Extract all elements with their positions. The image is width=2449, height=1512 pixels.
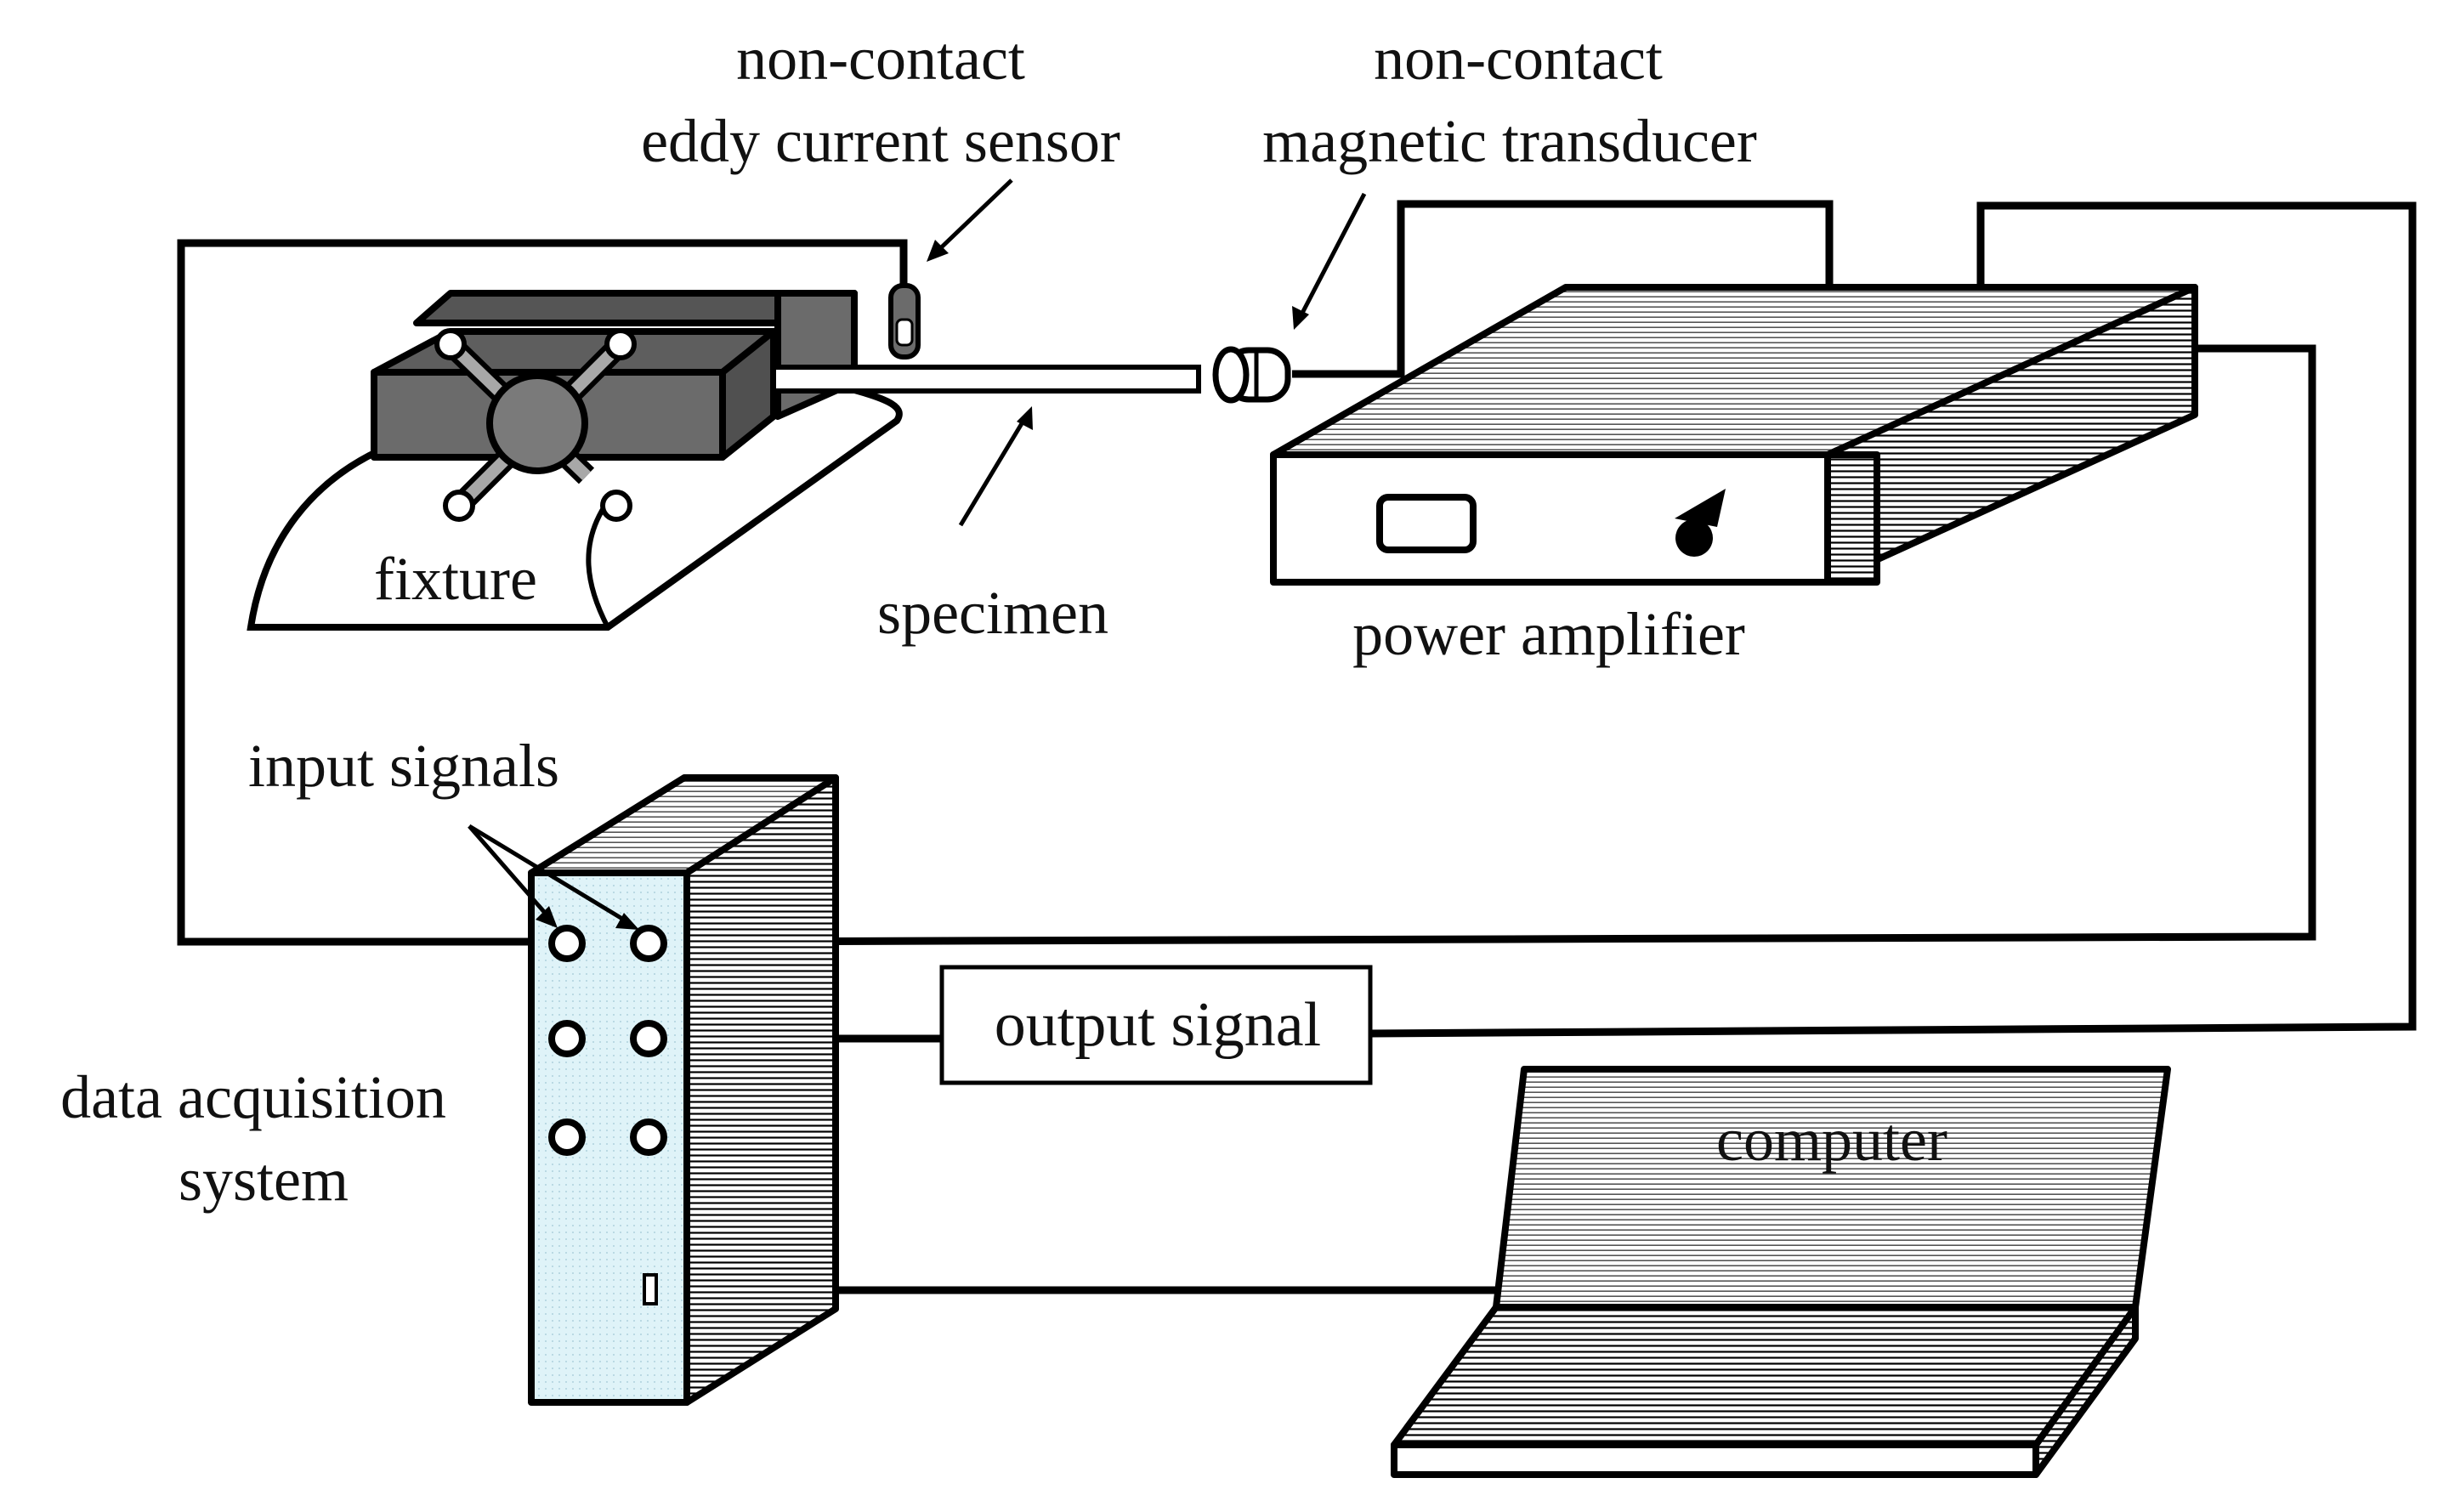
- eddy-sensor-label-line1: non-contact: [736, 25, 1025, 93]
- daq-input-port-2: [630, 925, 667, 962]
- data-acquisition-label-line2: system: [179, 1146, 349, 1214]
- output-signal-box: [939, 965, 1373, 1085]
- eddy-current-sensor: [888, 283, 921, 360]
- fixture-label: fixture: [374, 545, 537, 613]
- daq-input-port-1: [548, 925, 586, 962]
- input-signals-label: input signals: [248, 732, 559, 800]
- magnetic-transducer-label-line1: non-contact: [1374, 25, 1663, 93]
- power-amplifier: [1270, 284, 2198, 586]
- daq-output-port-2: [630, 1020, 667, 1057]
- eddy-sensor-label-line2: eddy current sensor: [641, 107, 1120, 175]
- daq-port-6: [630, 1118, 667, 1156]
- data-acquisition-system: [528, 774, 839, 1406]
- amplifier-front-side-band: [1824, 451, 1880, 586]
- fixture-main-block-top: [371, 328, 777, 376]
- amplifier-front: [1270, 451, 1831, 586]
- daq-side: [683, 774, 839, 1406]
- magnetic-transducer: [1212, 346, 1291, 404]
- computer-laptop: [1391, 1066, 2171, 1478]
- computer-label: computer: [1716, 1106, 1947, 1174]
- annotation-arrows: [468, 178, 1367, 930]
- fixture-base-curve: [586, 500, 610, 629]
- laptop-base-side: [2032, 1304, 2139, 1478]
- laptop-keyboard: [1391, 1304, 2139, 1448]
- daq-ports: [548, 925, 667, 1156]
- power-amplifier-label: power amplifier: [1352, 600, 1745, 668]
- wire-eddy-sensor-to-daq: [177, 239, 908, 946]
- magnetic-transducer-label-line2: magnetic transducer: [1262, 107, 1757, 175]
- wire-daq-to-amplifier: [679, 344, 2316, 946]
- amplifier-display: [1376, 494, 1477, 553]
- output-signal-label: output signal: [995, 990, 1321, 1060]
- wire-transducer-to-amplifier: [1292, 200, 1834, 378]
- daq-output-port: [548, 1020, 586, 1057]
- specimen-label: specimen: [877, 579, 1108, 647]
- fixture-main-block-side: [719, 328, 777, 461]
- daq-port-5: [548, 1118, 586, 1156]
- specimen-bar: [771, 365, 1201, 394]
- wire-amplifier-to-output: [1369, 201, 2417, 1038]
- data-acquisition-label-line1: data acquisition: [60, 1063, 446, 1131]
- fixture-clamp-handle: [434, 328, 637, 522]
- amplifier-knob-indicator: [1675, 489, 1726, 527]
- laptop-base-front: [1391, 1441, 2039, 1478]
- fixture-assembly: [247, 290, 903, 631]
- daq-usb-port: [643, 1273, 658, 1305]
- amplifier-knob: [1675, 519, 1713, 557]
- laptop-screen: [1493, 1066, 2171, 1311]
